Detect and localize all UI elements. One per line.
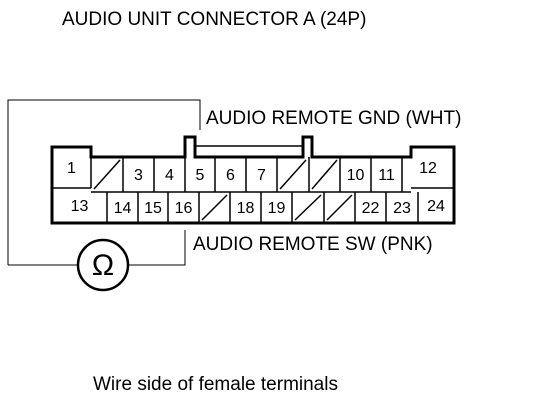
meter-lead-left xyxy=(7,99,201,265)
terminal-10-label: 10 xyxy=(347,167,365,184)
terminal-22-label: 22 xyxy=(362,200,380,217)
empty-terminal-slash xyxy=(93,159,121,190)
terminal-14-label: 14 xyxy=(114,200,132,217)
meter-lead-right xyxy=(128,230,186,266)
footer-caption: Wire side of female terminals xyxy=(93,374,338,395)
terminal-13-label: 13 xyxy=(71,198,89,215)
terminal-23-label: 23 xyxy=(393,200,411,217)
empty-terminal-slash xyxy=(326,194,353,221)
empty-terminal-slash xyxy=(201,194,228,221)
terminal-4-label: 4 xyxy=(165,167,174,184)
ohm-symbol: Ω xyxy=(92,249,114,282)
terminal-5-label: 5 xyxy=(196,167,205,184)
terminal-15-label: 15 xyxy=(144,200,162,217)
terminal-12-label: 12 xyxy=(419,160,437,177)
empty-terminal-slash xyxy=(311,159,338,190)
terminal-1-label: 1 xyxy=(67,160,76,177)
terminal-16-label: 16 xyxy=(175,200,193,217)
terminal-3-label: 3 xyxy=(134,167,143,184)
ohmmeter-icon: Ω xyxy=(76,238,130,292)
terminal-7-label: 7 xyxy=(257,167,266,184)
empty-terminal-slash xyxy=(279,159,307,190)
terminal-6-label: 6 xyxy=(226,167,235,184)
empty-terminal-slash xyxy=(294,194,322,221)
terminal-18-label: 18 xyxy=(237,200,255,217)
diagram-title: AUDIO UNIT CONNECTOR A (24P) xyxy=(62,9,366,30)
gnd-wire-label: AUDIO REMOTE GND (WHT) xyxy=(206,108,461,129)
terminal-24-label: 24 xyxy=(427,198,445,215)
terminal-19-label: 19 xyxy=(268,200,286,217)
sw-wire-label: AUDIO REMOTE SW (PNK) xyxy=(193,234,433,255)
terminal-11-label: 11 xyxy=(378,167,395,184)
